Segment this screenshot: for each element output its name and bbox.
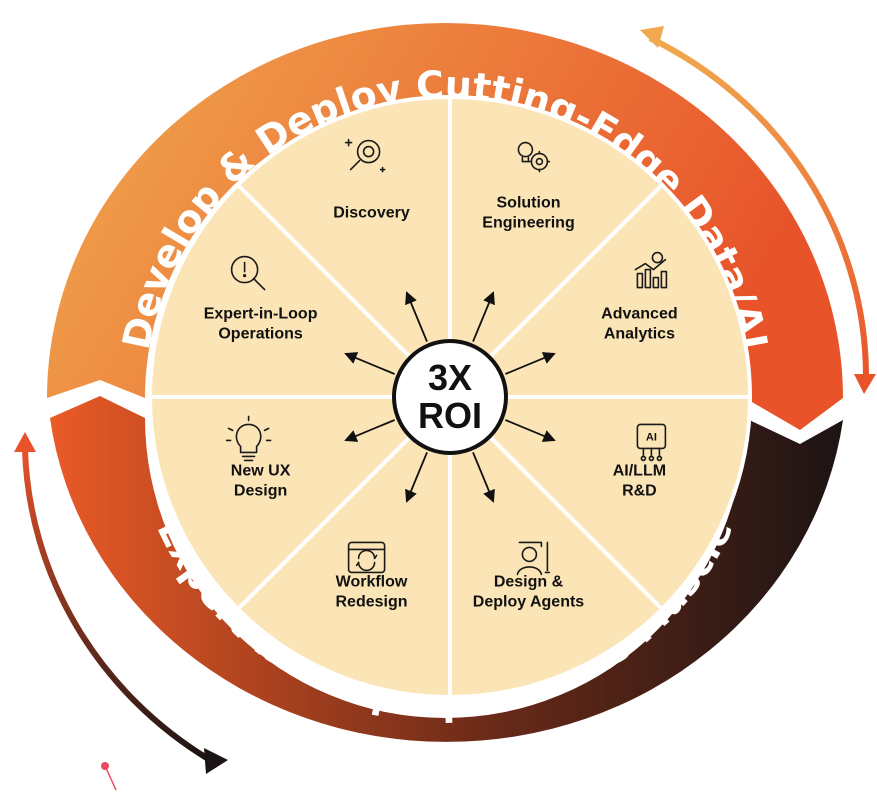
center-arrow xyxy=(405,291,428,342)
center-arrow xyxy=(344,419,395,442)
segment-label-line: Deploy Agents xyxy=(473,593,585,610)
segment-expert-in-loop-operations xyxy=(147,182,455,399)
center-label-line2: ROI xyxy=(418,395,482,436)
segment-label-line: Expert-in-Loop xyxy=(204,306,318,323)
center-arrow xyxy=(405,452,428,503)
segment-label-line: Solution xyxy=(497,195,561,212)
center-arrow xyxy=(344,352,395,375)
segment-advanced-analytics xyxy=(445,182,753,399)
center-arrow xyxy=(505,352,556,375)
segment-new-ux-design xyxy=(147,395,455,612)
segment-workflow-redesign xyxy=(235,392,452,700)
segment-label-line: Discovery xyxy=(333,205,410,222)
right-cycle-arrow xyxy=(648,35,870,379)
segment-label-line: Design xyxy=(234,483,287,500)
center-arrow xyxy=(472,452,495,503)
top-arrow-tail xyxy=(640,26,664,48)
lightbulb-gear-icon xyxy=(517,141,551,173)
pin-dot xyxy=(101,762,109,770)
segment-label-line: Engineering xyxy=(482,215,574,232)
center-arrow xyxy=(472,291,495,342)
workflow-browser-icon xyxy=(347,541,386,574)
segment-label-line: Analytics xyxy=(604,326,675,343)
segment-ai-llm-r-d xyxy=(445,395,753,612)
segment-solution-engineering xyxy=(448,94,665,402)
designer-agent-icon xyxy=(516,541,551,576)
center-circle xyxy=(392,339,508,455)
segment-label-line: R&D xyxy=(622,483,657,500)
bar-chart-analytics-icon xyxy=(634,251,668,289)
ai-chip-icon: AI xyxy=(636,423,667,462)
right-cycle-arrowhead xyxy=(854,374,876,394)
svg-text:AI: AI xyxy=(646,431,657,443)
center-arrow xyxy=(505,419,556,442)
center-label-line1: 3X xyxy=(428,357,472,398)
magnifier-alert-icon xyxy=(230,255,266,291)
idea-bulb-icon xyxy=(225,415,272,462)
segment-label-line: Redesign xyxy=(335,593,407,610)
discovery-gear-search-icon xyxy=(344,138,386,173)
outer-ring-bottom xyxy=(50,396,843,742)
segment-label-line: Operations xyxy=(218,326,303,343)
segment-discovery xyxy=(235,94,452,402)
segment-label-line: Advanced xyxy=(601,306,677,323)
left-cycle-arrow xyxy=(22,449,212,763)
segment-label-line: New UX xyxy=(231,463,291,480)
bottom-cycle-arrowhead xyxy=(204,748,228,774)
outer-ring-top xyxy=(47,23,843,430)
segment-label-line: AI/LLM xyxy=(613,463,666,480)
left-cycle-arrowhead xyxy=(14,432,36,452)
segment-design-deploy-agents xyxy=(448,392,665,700)
pin-line xyxy=(105,767,117,791)
segment-label-line: Design & xyxy=(494,573,564,590)
segment-label-line: Workflow xyxy=(336,573,408,590)
